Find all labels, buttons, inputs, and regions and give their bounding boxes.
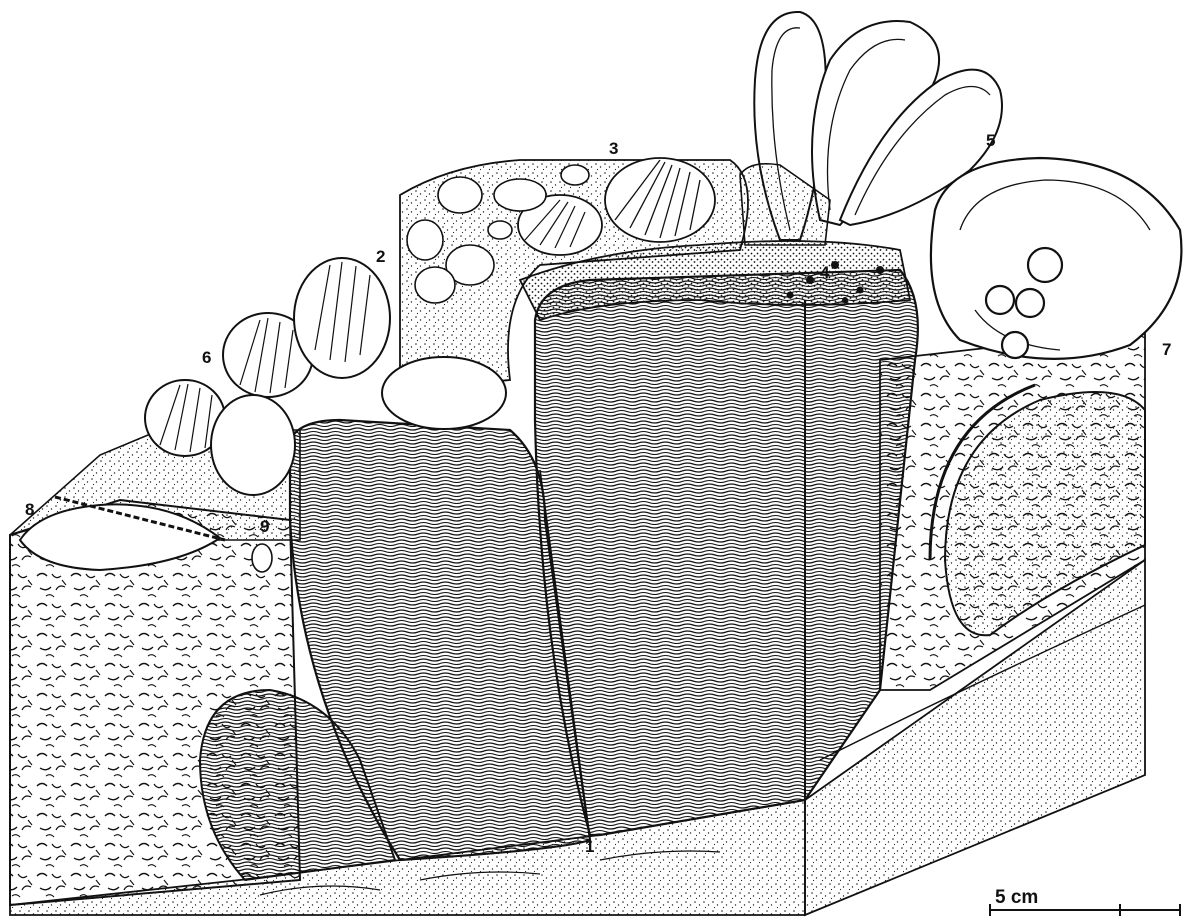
- label-5: 5: [986, 131, 995, 150]
- scale-bar: 5 cm: [990, 887, 1180, 916]
- scale-bar-label: 5 cm: [995, 887, 1038, 908]
- label-4: 4: [820, 263, 830, 282]
- right-stromatolite-column: [535, 270, 918, 835]
- label-3: 3: [609, 139, 618, 158]
- label-6: 6: [202, 348, 211, 367]
- label-7: 7: [1162, 340, 1171, 359]
- large-oyster: [931, 158, 1182, 359]
- label-8: 8: [25, 500, 34, 519]
- small-shell-9: [252, 544, 272, 572]
- label-1: 1: [585, 837, 594, 856]
- label-2: 2: [376, 247, 385, 266]
- label-9: 9: [260, 517, 269, 536]
